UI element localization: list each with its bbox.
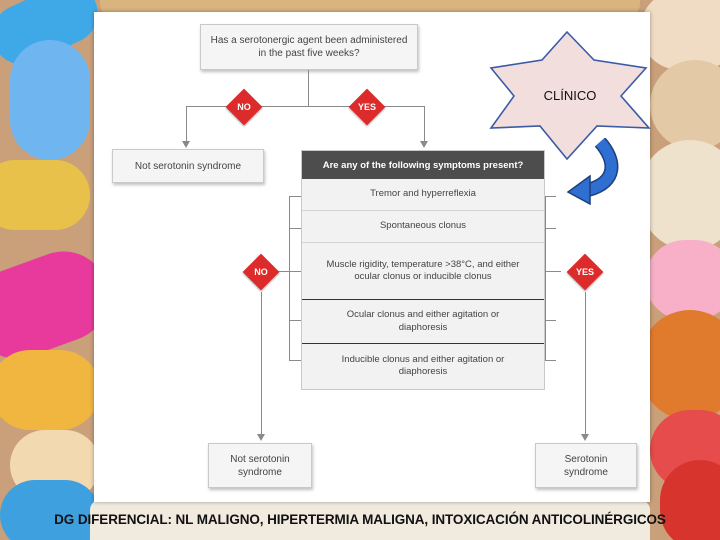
- connector-line: [585, 292, 586, 436]
- connector-line: [289, 228, 301, 229]
- not-serotonin-syndrome-top-text: Not serotonin syndrome: [134, 160, 242, 172]
- symptoms-header: Are any of the following symptoms presen…: [302, 151, 544, 179]
- not-serotonin-syndrome-bottom-text: Not serotonin syndrome: [230, 453, 290, 478]
- arrowhead-icon: [182, 141, 190, 148]
- connector-line: [289, 271, 301, 272]
- connector-line: [276, 271, 290, 272]
- connector-line: [545, 196, 546, 360]
- differential-diagnosis-caption: DG DIFERENCIAL: NL MALIGNO, HIPERTERMIA …: [54, 512, 666, 527]
- symptom-item: Tremor and hyperreflexia: [302, 179, 544, 211]
- connector-line: [424, 106, 425, 144]
- no-decision-label: NO: [237, 102, 251, 112]
- no-decision-label: NO: [254, 267, 268, 277]
- curved-arrow-icon: [566, 138, 619, 206]
- connector-line: [261, 292, 262, 436]
- serotonin-syndrome-box: Serotonin syndrome: [535, 443, 637, 488]
- symptom-item: Spontaneous clonus: [302, 211, 544, 243]
- symptom-item: Inducible clonus and either agitation or…: [341, 353, 505, 378]
- question-box: Has a serotonergic agent been administer…: [200, 24, 418, 70]
- connector-line: [186, 106, 187, 144]
- yes-decision-label: YES: [575, 267, 594, 277]
- connector-line: [545, 228, 556, 229]
- connector-line: [308, 70, 309, 106]
- connector-line: [289, 196, 290, 360]
- connector-line: [545, 271, 561, 272]
- not-serotonin-syndrome-top-box: Not serotonin syndrome: [112, 149, 264, 183]
- arrowhead-icon: [420, 141, 428, 148]
- arrowhead-icon: [581, 434, 589, 441]
- connector-line: [289, 196, 301, 197]
- symptom-item: Ocular clonus and either agitation or di…: [302, 300, 544, 344]
- connector-line: [545, 196, 556, 197]
- symptoms-panel: Are any of the following symptoms presen…: [301, 150, 545, 390]
- not-serotonin-syndrome-bottom-box: Not serotonin syndrome: [208, 443, 312, 488]
- connector-line: [289, 360, 301, 361]
- connector-line: [186, 106, 424, 107]
- star-label: CLÍNICO: [543, 88, 597, 103]
- serotonin-syndrome-text: Serotonin syndrome: [564, 453, 608, 478]
- yes-decision-label: YES: [357, 102, 376, 112]
- connector-line: [545, 360, 556, 361]
- star-shape: [489, 30, 651, 161]
- question-text: Has a serotonergic agent been administer…: [210, 35, 408, 59]
- symptom-item: Muscle rigidity, temperature >38°C, and …: [302, 243, 544, 300]
- connector-line: [289, 320, 301, 321]
- arrowhead-icon: [257, 434, 265, 441]
- connector-line: [545, 320, 556, 321]
